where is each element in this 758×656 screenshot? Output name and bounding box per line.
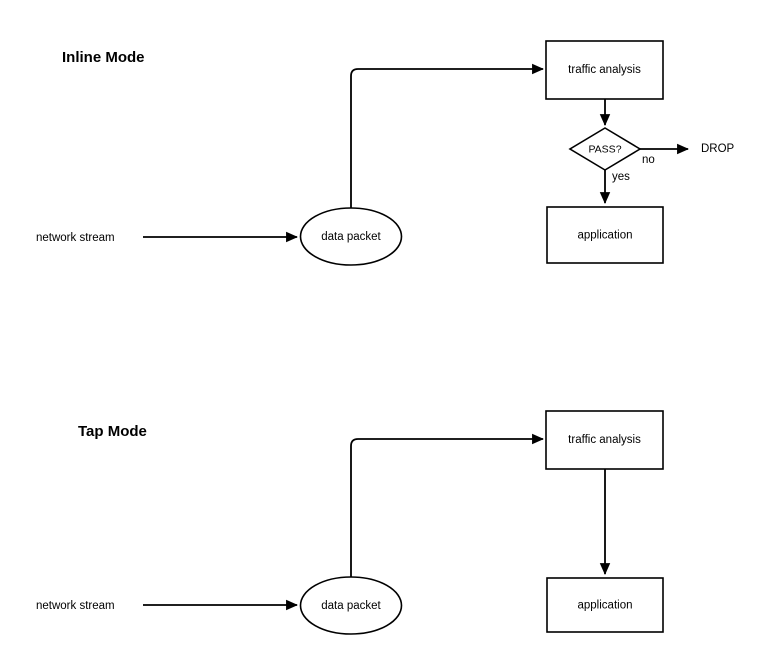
node-traffic-analysis-tap-label: traffic analysis [568,434,641,446]
node-application-tap-label: application [578,600,633,612]
node-data-packet-tap-label: data packet [321,600,381,612]
edge-packet-to-analysis-tap [350,433,544,577]
node-traffic-analysis-tap [545,410,664,470]
node-traffic-analysis-inline [545,40,664,100]
edge-packet-to-analysis-inline [350,63,544,208]
node-application-tap [546,577,664,633]
section-heading-tap: Tap Mode [78,423,147,440]
node-traffic-analysis-inline-label: traffic analysis [568,64,641,76]
section-heading-inline: Inline Mode [62,49,145,66]
node-data-packet-inline-label: data packet [321,231,381,243]
node-application-inline [546,206,664,264]
edge-label-yes: yes [612,171,630,183]
node-drop-label: DROP [701,143,735,155]
node-application-inline-label: application [578,230,633,242]
edge-label-no: no [642,154,655,166]
node-decision-pass-label: PASS? [588,143,621,155]
source-label-tap: network stream [36,600,115,612]
source-label-inline: network stream [36,232,115,244]
